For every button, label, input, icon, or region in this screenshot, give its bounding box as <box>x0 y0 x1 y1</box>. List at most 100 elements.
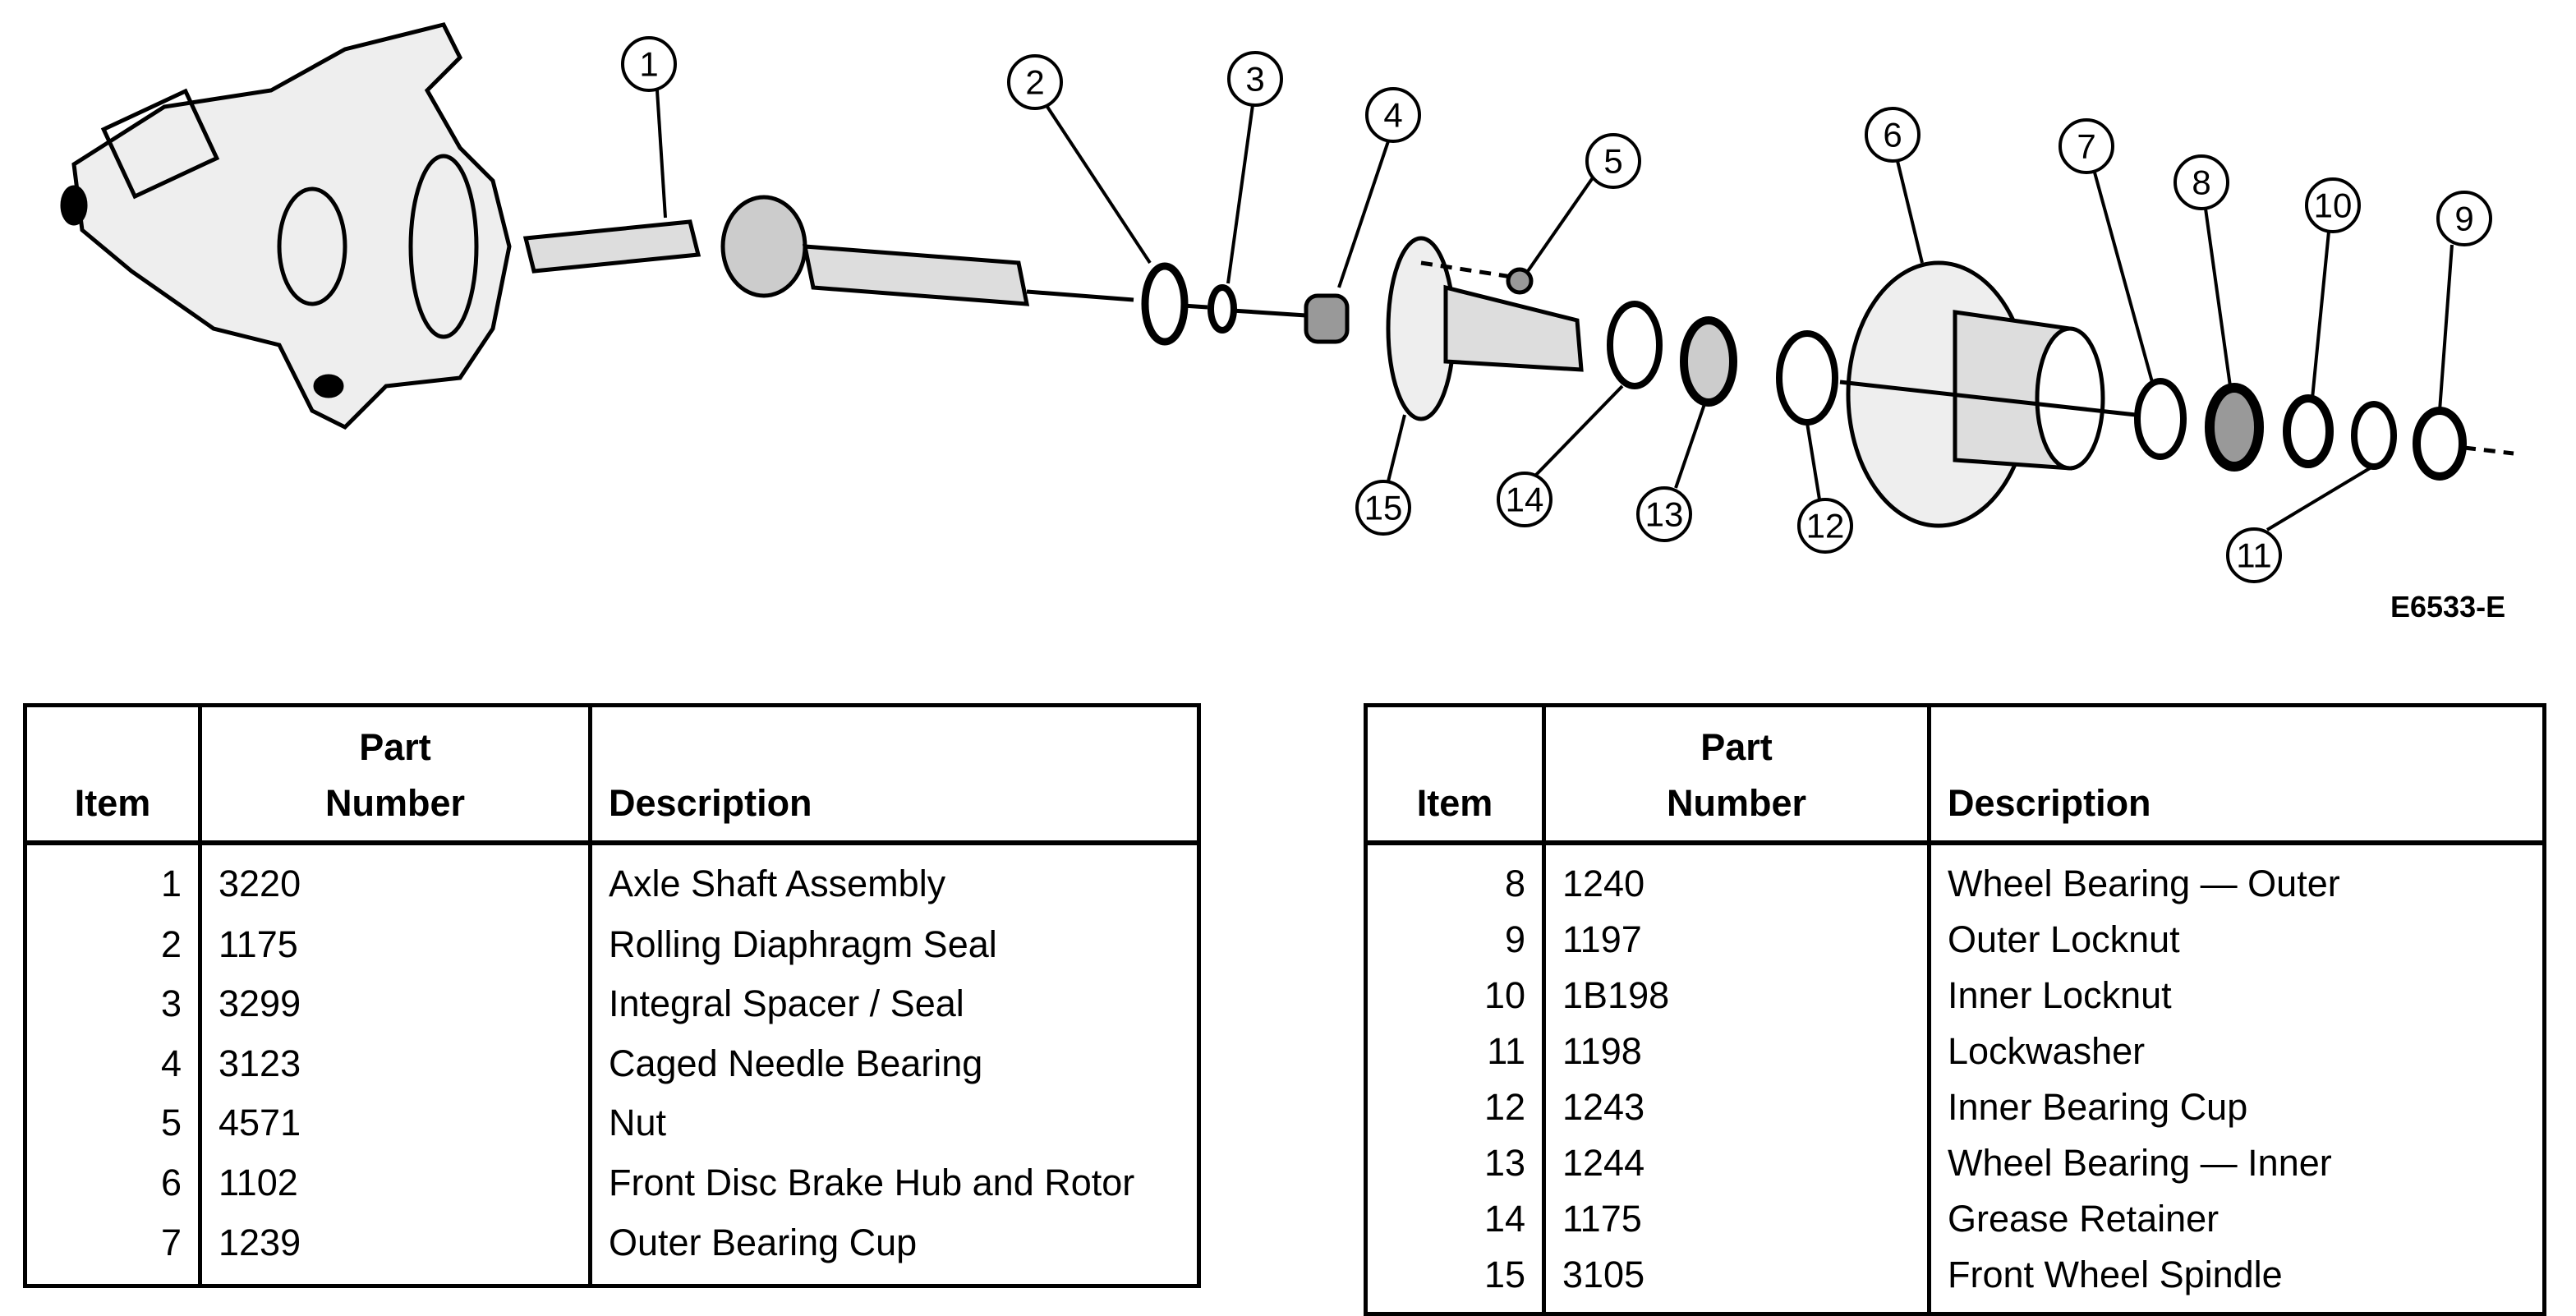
exploded-view-diagram: 1 2 3 4 5 6 7 8 9 10 11 12 13 14 15 <box>60 22 2514 583</box>
part-number-cell: 1175 <box>1542 1192 1931 1248</box>
lockwasher-part <box>2351 401 2397 470</box>
description-cell: Caged Needle Bearing <box>588 1036 1201 1097</box>
callout-circles <box>621 36 2492 583</box>
callout-9: 9 <box>2454 200 2473 238</box>
caged-needle-bearing-part <box>1304 293 1350 344</box>
leader-lines <box>656 90 2454 531</box>
part-number-cell: 1240 <box>1542 843 1931 913</box>
description-cell: Wheel Bearing — Outer <box>1927 843 2546 913</box>
callout-8: 8 <box>2192 163 2210 202</box>
description-cell: Grease Retainer <box>1927 1192 2546 1248</box>
description-cell: Inner Bearing Cup <box>1927 1080 2546 1136</box>
description-cell: Outer Locknut <box>1927 913 2546 969</box>
figure-code: E6533-E <box>2390 590 2506 623</box>
description-cell: Integral Spacer / Seal <box>588 977 1201 1037</box>
callout-5: 5 <box>1603 142 1622 181</box>
header-part-line1: Part <box>359 726 431 768</box>
part-number-cell: 3299 <box>198 977 592 1037</box>
item-cell: 2 <box>23 917 202 978</box>
item-cell: 10 <box>1364 969 1546 1024</box>
callout-14: 14 <box>1506 481 1544 519</box>
part-number-cell: 1102 <box>198 1155 592 1216</box>
description-cell: Axle Shaft Assembly <box>588 843 1201 918</box>
nut-part <box>1506 267 1534 295</box>
integral-spacer-seal-part <box>1208 284 1237 334</box>
item-cell: 15 <box>1364 1248 1546 1314</box>
description-cell: Front Disc Brake Hub and Rotor <box>588 1155 1201 1216</box>
description-cell: Wheel Bearing — Inner <box>1927 1136 2546 1192</box>
item-cell: 3 <box>23 977 202 1037</box>
description-cell: Inner Locknut <box>1927 969 2546 1024</box>
description-cell: Front Wheel Spindle <box>1927 1248 2546 1314</box>
header-item: Item <box>1364 705 1546 845</box>
part-number-cell: 1175 <box>198 917 592 978</box>
callout-6: 6 <box>1883 116 1902 154</box>
description-cell: Rolling Diaphragm Seal <box>588 917 1201 978</box>
callout-15: 15 <box>1364 489 1403 527</box>
part-number-cell: 1244 <box>1542 1136 1931 1192</box>
inner-bearing-cup-part <box>1776 330 1838 426</box>
header-part-line2: Number <box>324 781 466 824</box>
callout-13: 13 <box>1645 495 1684 534</box>
part-number-cell: 1197 <box>1542 913 1931 969</box>
front-wheel-spindle-part <box>1386 236 1584 421</box>
description-cell: Nut <box>588 1096 1201 1156</box>
part-number-cell: 4571 <box>198 1096 592 1156</box>
item-cell: 4 <box>23 1036 202 1097</box>
callout-3: 3 <box>1245 60 1264 99</box>
header-part-line2: Number <box>1666 781 1807 824</box>
part-number-cell: 3220 <box>198 843 592 918</box>
part-number-cell: 1198 <box>1542 1024 1931 1080</box>
header-part-line1: Part <box>1700 726 1773 768</box>
item-cell: 6 <box>23 1155 202 1216</box>
wheel-bearing-inner-part <box>1680 316 1737 407</box>
item-cell: 1 <box>23 843 202 918</box>
item-cell: 9 <box>1364 913 1546 969</box>
callout-7: 7 <box>2077 127 2095 166</box>
rolling-diaphragm-seal-part <box>1141 262 1189 346</box>
inner-locknut-part <box>2283 394 2334 468</box>
part-number-cell: 3123 <box>198 1036 592 1097</box>
grease-retainer-part <box>1607 301 1663 389</box>
hub-rotor-part <box>1846 260 2105 528</box>
item-cell: 13 <box>1364 1136 1546 1192</box>
description-cell: Outer Bearing Cup <box>588 1215 1201 1286</box>
callout-4: 4 <box>1383 96 1402 135</box>
callout-12: 12 <box>1806 507 1845 545</box>
steering-knuckle <box>60 22 512 430</box>
wheel-bearing-outer-part <box>2205 383 2264 472</box>
description-cell: Lockwasher <box>1927 1024 2546 1080</box>
part-number-cell: 1239 <box>198 1215 592 1286</box>
callout-2: 2 <box>1025 63 1044 102</box>
outer-locknut-part <box>2413 407 2467 481</box>
part-number-cell: 1B198 <box>1542 969 1931 1024</box>
item-cell: 7 <box>23 1215 202 1286</box>
header-item: Item <box>23 705 202 845</box>
callout-10: 10 <box>2314 186 2353 225</box>
header-description: Description <box>588 705 1201 845</box>
item-cell: 5 <box>23 1096 202 1156</box>
item-cell: 11 <box>1364 1024 1546 1080</box>
item-cell: 8 <box>1364 843 1546 913</box>
callout-1: 1 <box>639 45 658 84</box>
axle-shaft-part <box>522 195 1134 306</box>
